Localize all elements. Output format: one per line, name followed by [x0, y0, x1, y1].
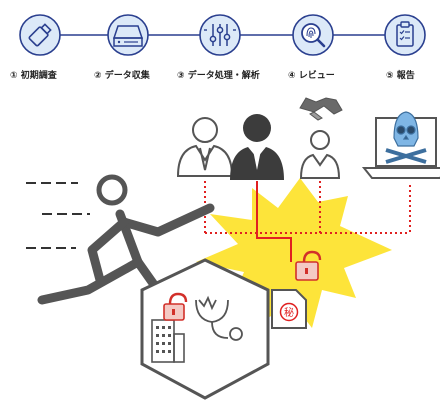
stethoscope-icon [195, 295, 243, 341]
step-label-5: ⑤ 報告 [386, 71, 415, 81]
padlock-open-icon-document [295, 250, 322, 281]
hacker-laptop-icon [361, 111, 440, 179]
secret-mark-label: 秘 [284, 306, 294, 319]
running-thief-icon [37, 174, 215, 305]
padlock-open-icon-building [163, 292, 188, 321]
employee-outline-icon [176, 117, 234, 177]
secret-document-icon: 秘 [271, 289, 307, 329]
step-1-usb-drive-icon [19, 14, 61, 56]
step-4-fingerprint-search-icon [292, 14, 334, 56]
partner-outline-icon [299, 130, 341, 179]
step-2-hard-drive-icon [107, 14, 149, 56]
step-label-3: ③ データ処理・解析 [177, 71, 260, 81]
leak-line [256, 181, 292, 262]
manager-dark-icon [230, 114, 284, 180]
speed-lines [26, 182, 90, 249]
building-icon [151, 319, 185, 363]
step-label-2: ② データ収集 [94, 71, 150, 81]
step-label-4: ④ レビュー [288, 71, 335, 81]
step-3-equalizer-sliders-icon [199, 14, 241, 56]
skull-crossbones-icon [385, 111, 427, 164]
handshake-icon [299, 97, 343, 121]
step-5-clipboard-checklist-icon [384, 14, 426, 56]
asset-hexagon [140, 258, 270, 400]
step-label-1: ① 初期調査 [10, 71, 57, 81]
